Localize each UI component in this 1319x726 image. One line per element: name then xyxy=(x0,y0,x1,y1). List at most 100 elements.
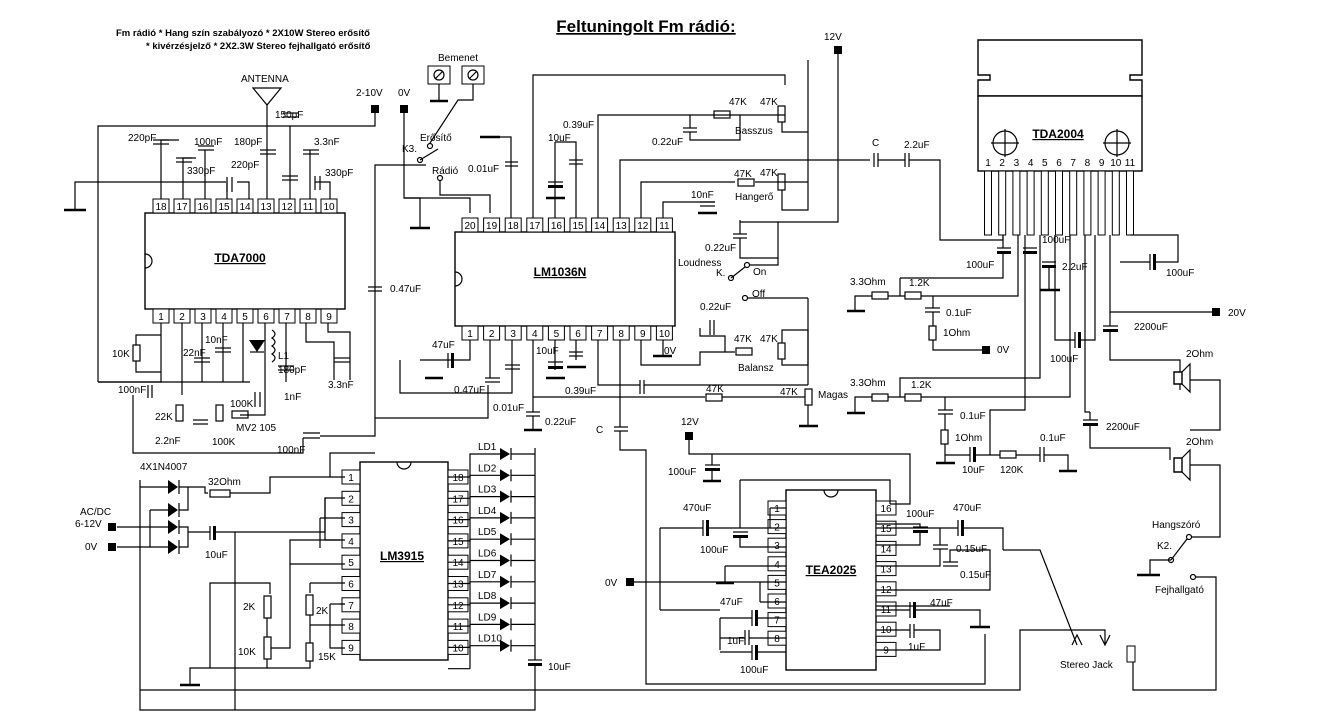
tda2004-pin-label: 9 xyxy=(1099,158,1105,169)
res-47k-a: 47K xyxy=(729,97,747,108)
tda7000-pin-label: 18 xyxy=(155,202,167,213)
lm1036n-pin-18 xyxy=(504,217,522,233)
lm1036n-pin-10 xyxy=(655,325,673,341)
label-2ohm-b: 2Ohm xyxy=(1186,437,1213,448)
tda7000-pin-label: 1 xyxy=(158,312,164,323)
lm1036n-pin-15 xyxy=(569,217,587,233)
input-switch-section: Bemenet 0V Erősítő K3. Rádió xyxy=(398,53,491,230)
cap-10nf-a: 10nF xyxy=(205,335,228,346)
tda2004-pin-label: 6 xyxy=(1056,158,1062,169)
label-balansz: Balansz xyxy=(738,363,774,374)
res-47k-f: 47K xyxy=(760,334,778,345)
tda2004-lead-4 xyxy=(1026,170,1035,236)
led-icon xyxy=(500,469,510,482)
tda2004-lead-9 xyxy=(1097,170,1106,236)
tda2004-lead-10 xyxy=(1111,170,1120,236)
tda2004-pin-label: 4 xyxy=(1028,158,1034,169)
lm1036n-pin-label: 2 xyxy=(489,329,495,340)
cap-1nf: 1nF xyxy=(284,392,301,403)
cap-1uf-a: 1uF xyxy=(727,636,744,647)
tda2004-lead-8 xyxy=(1083,170,1092,236)
lm1036n-pin-3 xyxy=(504,325,522,341)
tda2004-pin-label: 5 xyxy=(1042,158,1048,169)
res-1ohm-a: 1Ohm xyxy=(943,328,970,339)
res-10k-b: 10K xyxy=(238,647,256,658)
cap-0-01uf-b: 0.01uF xyxy=(493,403,524,414)
cap-180pf-a: 180pF xyxy=(234,137,262,148)
lm1036n-chip xyxy=(454,231,676,327)
antenna-label: ANTENNA xyxy=(241,74,289,85)
varicap-mv2105: MV2 105 xyxy=(236,423,276,434)
tda7000-pin-7 xyxy=(278,308,296,324)
cap-0-1uf-a: 0.1uF xyxy=(946,308,972,319)
tda7000-pin-13 xyxy=(257,198,275,214)
res-100k-b: 100K xyxy=(212,437,236,448)
res-47k-c: 47K xyxy=(734,169,752,180)
cap-100nf-c: 100nF xyxy=(277,445,305,456)
res-120k: 120K xyxy=(1000,465,1024,476)
lm1036n-pin-label: 7 xyxy=(597,329,603,340)
cap-2-2uf-a: 2.2uF xyxy=(904,140,930,151)
lm3915-pin-label: 3 xyxy=(348,516,354,527)
cap-100uf-a: 100uF xyxy=(966,260,994,271)
tda2004-label: TDA2004 xyxy=(1032,127,1084,141)
led-icon xyxy=(500,639,510,652)
lm1036n-pin-label: 13 xyxy=(616,221,628,232)
cap-47uf-b: 47uF xyxy=(930,598,953,609)
speaker-2-icon xyxy=(1173,457,1183,473)
cap-3-3nf-a: 3.3nF xyxy=(314,137,340,148)
res-3-3ohm-a: 3.3Ohm xyxy=(850,277,886,288)
tda7000-pin-label: 16 xyxy=(197,202,209,213)
tea2025-pin-10 xyxy=(875,621,897,637)
tea2025-pin-6 xyxy=(767,593,787,609)
cap-10uf-e: 10uF xyxy=(548,662,571,673)
label-magas: Magas xyxy=(818,390,848,401)
cap-10uf-a: 10uF xyxy=(548,133,571,144)
lm3915-pin-label: 17 xyxy=(452,494,464,505)
led-label: LD10 xyxy=(478,634,502,645)
lm3915-pin-4 xyxy=(341,533,361,549)
cap-3-3nf-b: 3.3nF xyxy=(328,380,354,391)
cap-150pf: 150pF xyxy=(275,110,303,121)
lm1036n-pin-13 xyxy=(612,217,630,233)
tea2025-pin-2 xyxy=(767,519,787,535)
cap-100uf-b: 100uF xyxy=(1042,235,1070,246)
lm1036n-pin-label: 18 xyxy=(508,221,520,232)
res-2k-b: 2K xyxy=(316,606,329,617)
cap-c-b: C xyxy=(596,425,603,436)
tea2025-pin-3 xyxy=(767,537,787,553)
lm3915-pin-label: 7 xyxy=(348,601,354,612)
tda7000-pin-14 xyxy=(236,198,254,214)
tda2004-pin-label: 2 xyxy=(999,158,1005,169)
tda2004-heatsink xyxy=(977,39,1143,97)
cap-100uf-f: 100uF xyxy=(700,545,728,556)
lm1036n-pin-label: 5 xyxy=(554,329,560,340)
cap-330pf-b: 330pF xyxy=(325,168,353,179)
lm3915-pin-5 xyxy=(341,554,361,570)
tea2025-chip xyxy=(785,489,877,671)
cap-470uf-a: 470uF xyxy=(683,503,711,514)
tda7000-pin-15 xyxy=(215,198,233,214)
label-hangero: Hangerő xyxy=(735,192,774,203)
label-acdc: AC/DC xyxy=(80,507,111,518)
res-15k: 15K xyxy=(318,652,336,663)
cap-0-22uf-d: 0.22uF xyxy=(545,417,576,428)
led-label: LD1 xyxy=(478,442,497,453)
lm3915-pin-8 xyxy=(341,618,361,634)
cap-330pf: 330pF xyxy=(187,166,215,177)
tea2025-pin-label: 4 xyxy=(774,560,780,571)
tea2025-pin-label: 7 xyxy=(774,616,780,627)
cap-c-a: C xyxy=(872,138,879,149)
subtitle-line-2: * kivérzésjelző * 2X2.3W Stereo fejhallg… xyxy=(146,41,371,52)
lm3915-pin-label: 11 xyxy=(453,622,464,633)
res-1-2k-b: 1.2K xyxy=(911,380,932,391)
label-0v-tea: 0V xyxy=(605,578,618,589)
tda7000-pin-4 xyxy=(215,308,233,324)
lm3915-pin-label: 16 xyxy=(452,516,464,527)
lm3915-label: LM3915 xyxy=(380,549,424,563)
tda7000-top-caps xyxy=(153,112,321,192)
